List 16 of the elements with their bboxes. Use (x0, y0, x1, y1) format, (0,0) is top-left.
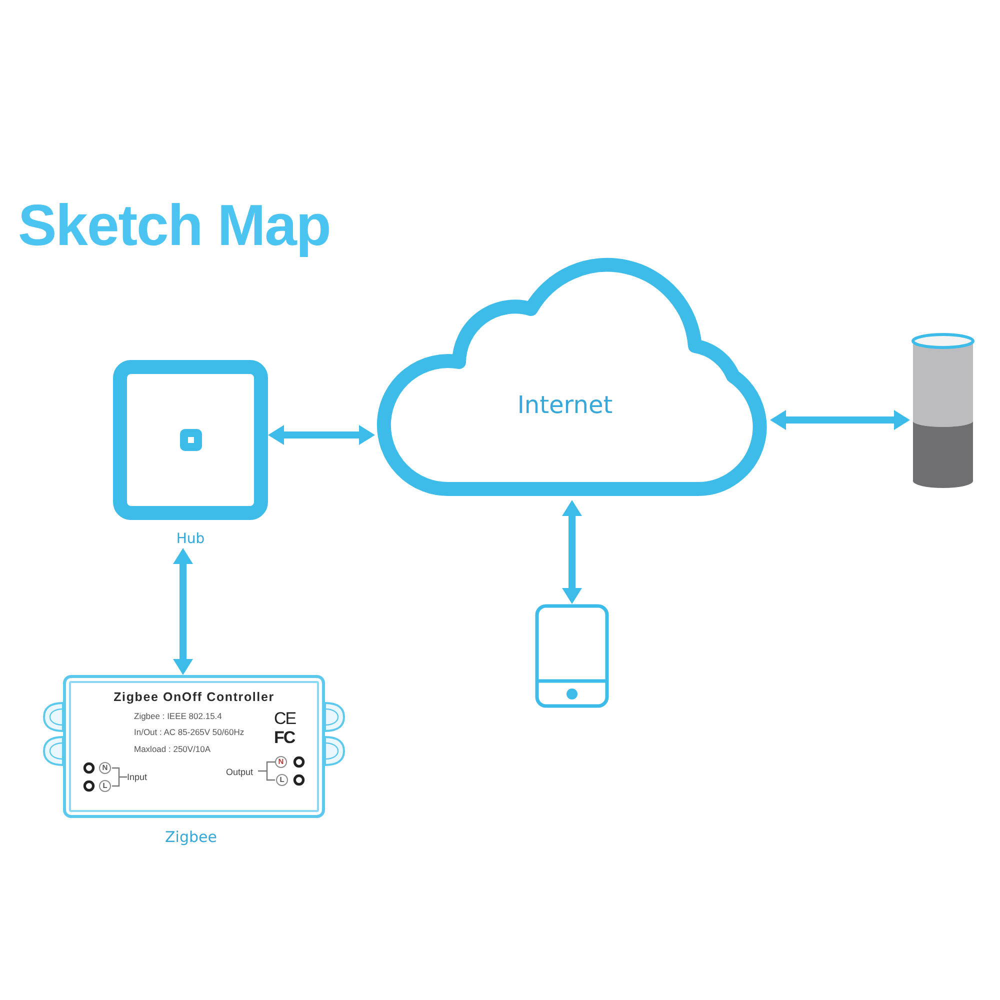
spec-text: In/Out : AC 85-265V 50/60Hz (134, 727, 244, 738)
double-arrow (268, 425, 375, 445)
double-arrow (173, 548, 193, 675)
certification-mark: FC (274, 728, 295, 747)
device-title: Zigbee OnOff Controller (112, 690, 276, 705)
spec-text: Maxload : 250V/10A (134, 744, 211, 755)
node-caption: Zigbee (164, 828, 218, 847)
node-label: Internet (516, 391, 614, 419)
spec-text: Zigbee : IEEE 802.15.4 (134, 711, 222, 722)
double-arrow (770, 410, 910, 430)
double-arrow (562, 500, 582, 604)
node-caption: Hub (175, 530, 206, 548)
page-title: Sketch Map (18, 197, 330, 255)
certification-mark: CE (274, 709, 296, 728)
port-label: Output (226, 767, 254, 778)
port-label: Input (127, 772, 148, 783)
